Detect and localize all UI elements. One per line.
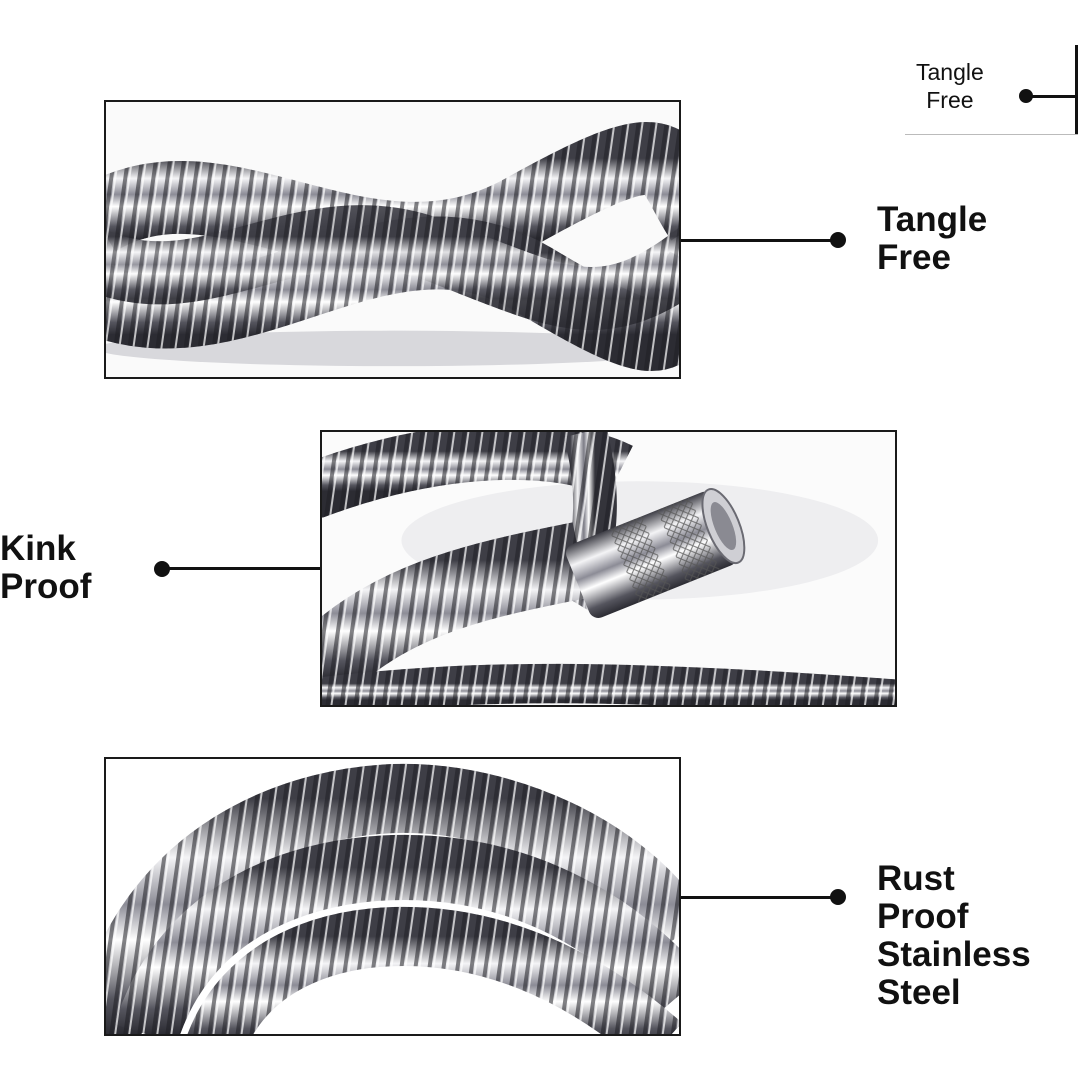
rust-proof-dot [830,889,846,905]
corner-callout-label: Tangle Free [916,58,984,114]
kink-proof-photo [320,430,897,707]
kink-proof-line-1: Kink [0,529,76,568]
rust-proof-connector [681,896,837,899]
corner-callout-line-1: Tangle [916,59,984,85]
tangle-free-label: Tangle Free [877,201,987,277]
rust-proof-line-2: Proof [877,897,969,936]
tangle-free-line-1: Tangle [877,200,988,239]
rust-proof-line-3: Stainless [877,935,1031,974]
corner-callout-bracket [1075,45,1078,135]
rust-proof-line-4: Steel [877,973,961,1012]
kink-proof-connector [166,567,321,570]
tangle-free-connector [681,239,837,242]
kink-proof-label: Kink Proof [0,530,91,606]
corner-callout-connector [1028,95,1078,98]
corner-callout-baseline [905,134,1078,135]
corner-callout-dot [1019,89,1033,103]
tangle-free-line-2: Free [877,238,951,277]
kink-proof-line-2: Proof [0,567,92,606]
tangle-free-photo [104,100,681,379]
tangle-free-dot [830,232,846,248]
rust-proof-line-1: Rust [877,859,955,898]
corner-callout-line-2: Free [926,87,974,113]
kink-proof-dot [154,561,170,577]
rust-proof-photo [104,757,681,1036]
rust-proof-label: Rust Proof Stainless Steel [877,860,1031,1012]
